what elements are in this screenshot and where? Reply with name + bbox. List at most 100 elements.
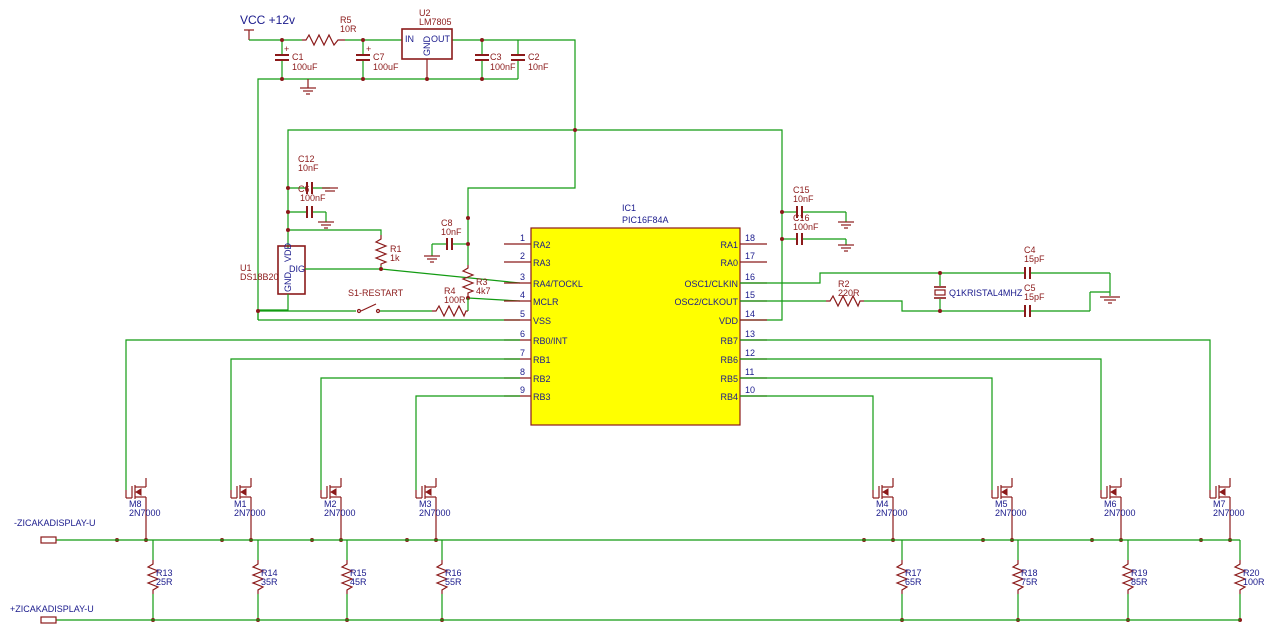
u1-ref: U1 (240, 263, 252, 273)
mcu-pin-name: RB4 (720, 392, 738, 402)
capacitor-c16: C16 100nF (782, 213, 854, 252)
c3-ref: C3 (490, 52, 502, 62)
ic1-part: PIC16F84A (622, 215, 669, 225)
mcu-pin-name: VDD (719, 316, 739, 326)
resistor-val: 45R (350, 577, 367, 587)
connector-plus: +ZICAKADISPLAY-U (10, 604, 94, 624)
resistor-r5: R5 10R (302, 15, 357, 47)
c3-val: 100nF (490, 62, 516, 72)
vcc-symbol: VCC +12v (240, 13, 295, 40)
u1-vdd: VDD (283, 242, 293, 262)
mcu-pin-number: 7 (520, 348, 525, 358)
mcu-pin-number: 5 (520, 309, 525, 319)
capacitor-c8: C8 10nF (424, 218, 468, 263)
c12-val: 10nF (298, 163, 319, 173)
ic1-ref: IC1 (622, 203, 636, 213)
c6-ref: C6 (298, 184, 310, 194)
r1-ref: R1 (390, 244, 402, 254)
ground-symbol-osc (1100, 296, 1120, 304)
resistor-ref: R16 (445, 568, 462, 578)
resistor-ref: R19 (1131, 568, 1148, 578)
resistor-ref: R17 (905, 568, 922, 578)
mosfet-part: 2N7000 (876, 508, 908, 518)
mcu-pin-number: 16 (745, 272, 755, 282)
mcu-pin-name: RB3 (533, 392, 551, 402)
resistor-ref: R14 (261, 568, 278, 578)
c16-ref: C16 (793, 213, 810, 223)
mosfet-part: 2N7000 (995, 508, 1027, 518)
mosfet-part: 2N7000 (419, 508, 451, 518)
mcu-pin-name: RA2 (533, 240, 551, 250)
mcu-pin-name: RB2 (533, 374, 551, 384)
resistor-r1: R1 1k (374, 235, 402, 266)
mosfet-ref: M6 (1104, 499, 1117, 509)
r5-ref: R5 (340, 15, 352, 25)
resistor-ref: R15 (350, 568, 367, 578)
c7-ref: C7 (373, 52, 385, 62)
mcu-pin-name: OSC2/CLKOUT (674, 297, 738, 307)
capacitor-c1: + C1 100uF (275, 40, 318, 79)
vcc-label: VCC +12v (240, 13, 295, 27)
crystal-q1: Q1KRISTAL4MHZ (934, 273, 1023, 311)
c8-ref: C8 (441, 218, 453, 228)
c1-ref: C1 (292, 52, 304, 62)
mcu-pin-number: 12 (745, 348, 755, 358)
mcu-pin-name: RB1 (533, 355, 551, 365)
r1-val: 1k (390, 253, 400, 263)
c5-val: 15pF (1024, 292, 1045, 302)
c16-val: 100nF (793, 222, 819, 232)
c7-val: 100uF (373, 62, 399, 72)
mcu-pin-number: 9 (520, 385, 525, 395)
r3-val: 4k7 (476, 286, 491, 296)
resistor-val: 75R (1021, 577, 1038, 587)
capacitor-c6: C6 100nF (288, 184, 334, 229)
c6-val: 100nF (300, 193, 326, 203)
u2-pin-gnd: GND (422, 36, 432, 57)
resistor-r4: R4 100R (432, 286, 468, 318)
mcu-pin-number: 13 (745, 329, 755, 339)
mosfet-ref: M1 (234, 499, 247, 509)
capacitor-c3: C3 100nF (475, 40, 516, 79)
c12-ref: C12 (298, 154, 315, 164)
u2-ref: U2 (419, 8, 431, 18)
s1-label: S1-RESTART (348, 288, 404, 298)
mcu-pin-number: 3 (520, 272, 525, 282)
connector-plus-label: +ZICAKADISPLAY-U (10, 604, 94, 614)
r4-ref: R4 (444, 286, 456, 296)
c4-val: 15pF (1024, 254, 1045, 264)
mcu-ic1: IC1 PIC16F84A 1RA22RA33RA4/TOCKL4MCLR5VS… (504, 203, 767, 426)
r5-val: 10R (340, 24, 357, 34)
mcu-pin-name: OSC1/CLKIN (684, 279, 738, 289)
c15-val: 10nF (793, 194, 814, 204)
mcu-pin-number: 4 (520, 290, 525, 300)
mosfet-part: 2N7000 (234, 508, 266, 518)
resistor-val: 85R (1131, 577, 1148, 587)
u1-gnd: GND (283, 272, 293, 293)
u2-pin-out: OUT (431, 34, 451, 44)
u1-dig: DIG (289, 264, 305, 274)
resistor-val: 35R (261, 577, 278, 587)
capacitor-c12: C12 10nF (288, 154, 338, 194)
c2-ref: C2 (528, 52, 540, 62)
mcu-pin-number: 17 (745, 251, 755, 261)
resistor-ref: R13 (156, 568, 173, 578)
sensor-u1: VDD DIG GND U1 DS18B20 (240, 242, 306, 295)
connector-minus-label: -ZICAKADISPLAY-U (14, 518, 96, 528)
mosfet-part: 2N7000 (324, 508, 356, 518)
mcu-pin-name: RA3 (533, 258, 551, 268)
u2-pin-in: IN (405, 34, 414, 44)
capacitor-c4: C4 15pF (1020, 245, 1110, 279)
mosfet-part: 2N7000 (1213, 508, 1245, 518)
